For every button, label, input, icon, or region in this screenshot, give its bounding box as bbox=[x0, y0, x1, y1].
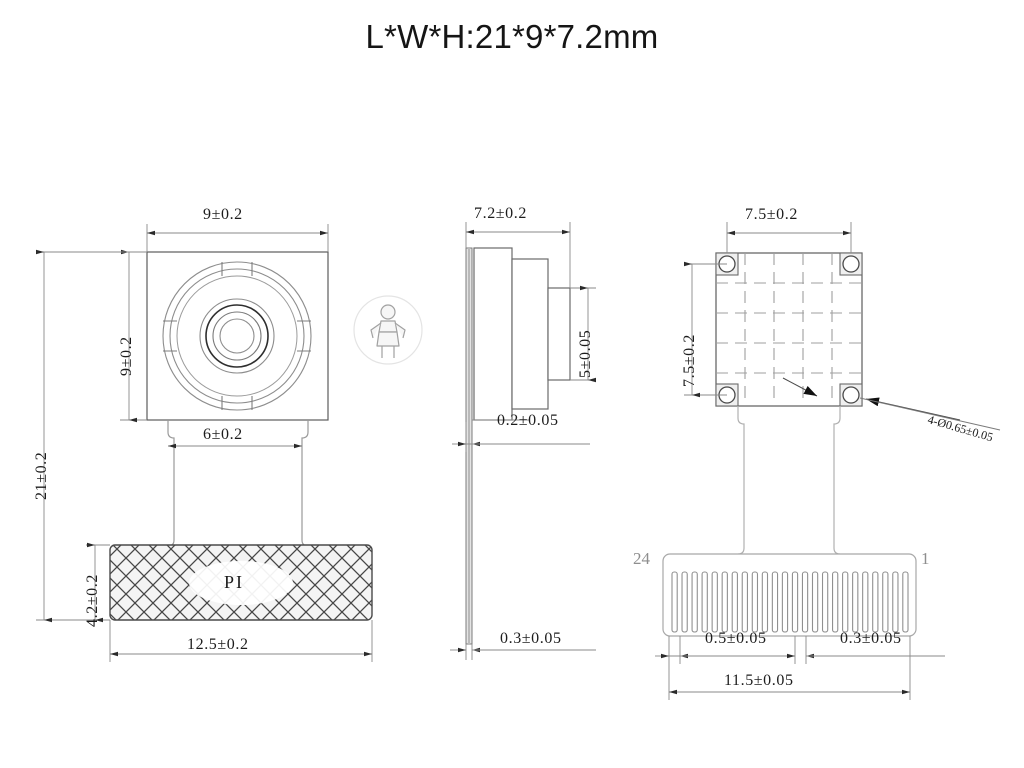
page-title: L*W*H:21*9*7.2mm bbox=[365, 18, 659, 55]
connector-pad-finger bbox=[751, 571, 759, 633]
connector-pad-finger bbox=[701, 571, 708, 633]
back-view-board bbox=[715, 252, 863, 407]
connector-pad-finger bbox=[801, 571, 809, 633]
connector-pad-finger bbox=[832, 571, 839, 633]
pi-connector-label: PI bbox=[224, 572, 245, 592]
side-view-dimensions bbox=[450, 222, 597, 660]
pin-24-label: 24 bbox=[633, 549, 650, 568]
connector-pad-finger bbox=[902, 571, 909, 633]
pad-pitch-dim: 0.5±0.05 bbox=[705, 630, 767, 647]
board-thickness-dim: 0.2±0.05 bbox=[497, 412, 559, 429]
connector-pad-finger bbox=[791, 571, 799, 633]
overall-height-dim: 21±0.2 bbox=[33, 451, 50, 500]
hole-pitch-y-dim: 7.5±0.2 bbox=[681, 334, 698, 387]
back-view-pad-dimensions bbox=[655, 636, 945, 700]
back-view-flex-tail bbox=[737, 406, 841, 555]
pad-fingers bbox=[671, 571, 909, 633]
back-view-dimensions bbox=[683, 222, 852, 398]
connector-pad-finger bbox=[811, 571, 819, 633]
pin-1-label: 1 bbox=[921, 549, 930, 568]
connector-pad-finger bbox=[842, 571, 849, 633]
connector-pad-finger bbox=[862, 571, 869, 633]
connector-pad-finger bbox=[771, 571, 779, 633]
connector-pad-finger bbox=[872, 571, 879, 633]
side-barrel-height-dim: 5±0.05 bbox=[577, 329, 594, 378]
front-height-dim: 9±0.2 bbox=[118, 336, 135, 376]
hole-callout-leader bbox=[782, 377, 1001, 431]
connector-pad-finger bbox=[721, 571, 728, 633]
hole-pitch-x-dim: 7.5±0.2 bbox=[745, 206, 798, 223]
flex-width-dim: 6±0.2 bbox=[203, 426, 243, 443]
side-view-body bbox=[465, 247, 571, 645]
connector-pad-finger bbox=[761, 571, 769, 633]
connector-width-dim: 12.5±0.2 bbox=[187, 636, 249, 653]
pad-width-dim: 0.3±0.05 bbox=[840, 630, 902, 647]
connector-pad-finger bbox=[691, 571, 698, 633]
pad-span-dim: 11.5±0.05 bbox=[724, 672, 794, 689]
connector-pad-finger bbox=[741, 571, 748, 633]
front-view-dimensions bbox=[35, 224, 373, 662]
connector-pad-finger bbox=[821, 571, 829, 633]
connector-pad-finger bbox=[731, 571, 738, 633]
connector-pad-finger bbox=[882, 571, 889, 633]
front-width-dim: 9±0.2 bbox=[203, 206, 243, 223]
front-view-pi-connector bbox=[109, 544, 373, 621]
connector-pad-finger bbox=[681, 571, 688, 633]
flex-thickness-dim: 0.3±0.05 bbox=[500, 630, 562, 647]
connector-pad-finger bbox=[892, 571, 899, 633]
connector-pad-finger bbox=[852, 571, 859, 633]
connector-pad-finger bbox=[781, 571, 789, 633]
person-figure-icon bbox=[353, 295, 423, 365]
connector-pad-finger bbox=[711, 571, 718, 633]
front-view-body bbox=[146, 251, 329, 421]
connector-height-dim: 4.2±0.2 bbox=[84, 574, 101, 627]
side-total-width-dim: 7.2±0.2 bbox=[474, 205, 527, 222]
back-view-connector-pad bbox=[662, 553, 917, 637]
connector-pad-finger bbox=[671, 571, 678, 633]
